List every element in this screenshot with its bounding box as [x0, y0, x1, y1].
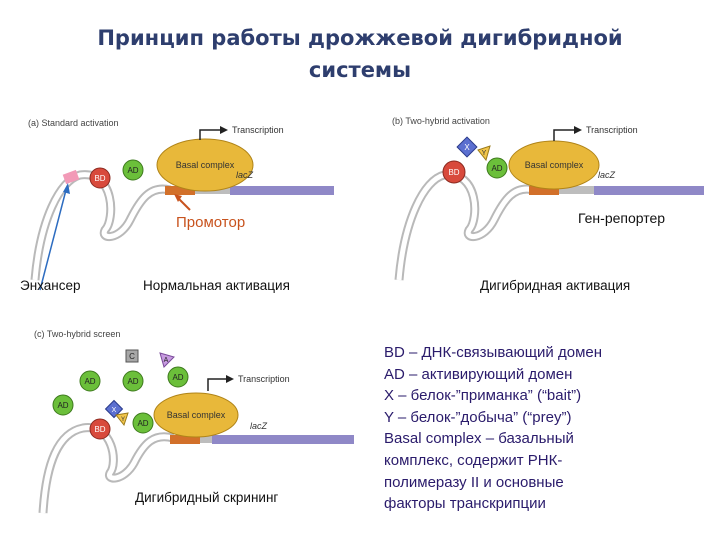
lacz-gene — [212, 435, 354, 444]
lacz-gene — [230, 186, 334, 195]
y-protein — [477, 145, 491, 162]
legend-basal-4: факторы транскрипции — [384, 495, 546, 513]
enhancer-caption: Энхансер — [20, 278, 81, 293]
panel-b-label: (b) Two-hybrid activation — [392, 116, 490, 126]
ad-domain-1 — [79, 370, 101, 392]
c-label: C — [129, 352, 135, 361]
panel-a-diagram: Basal complex AD BD Transcription lacZ — [30, 125, 334, 291]
x-label: X — [464, 143, 470, 152]
screening-caption: Дигибридный скрининг — [135, 490, 279, 505]
panel-standard-activation: Basal complex AD BD Transcription lacZ (… — [20, 110, 354, 300]
promoter-box — [529, 186, 559, 195]
gene-label: lacZ — [250, 421, 268, 431]
panel-two-hybrid-activation: Basal complex AD BD X Y Transcription la… — [384, 110, 704, 300]
c-protein — [125, 349, 139, 363]
legend-basal-1: Basal complex – базальный — [384, 430, 574, 448]
reporter-caption: Ген-репортер — [578, 210, 666, 226]
ad-domain-5 — [132, 412, 154, 434]
ad-domain — [122, 159, 144, 181]
promoter-caption: Промотор — [176, 214, 246, 231]
ad-domain-3 — [167, 366, 189, 388]
transcription-arrow — [553, 129, 574, 141]
title-line-2: системы — [308, 58, 412, 82]
gene-label: lacZ — [236, 170, 254, 180]
bd-label: BD — [94, 174, 105, 183]
ad-domain-2 — [122, 370, 144, 392]
page-title: Принцип работы дрожжевой дигибридной сис… — [60, 22, 660, 86]
panel-c-diagram: Basal complex AD AD AD AD AD BD X C A Y … — [38, 349, 354, 514]
bd-domain — [89, 167, 111, 189]
promoter-box — [170, 435, 200, 444]
legend-ad: AD – активирующий домен — [384, 365, 573, 383]
normal-activation-caption: Нормальная активация — [143, 278, 290, 293]
a-label: A — [164, 357, 169, 364]
panel-two-hybrid-screen: Basal complex AD AD AD AD AD BD X C A Y … — [28, 323, 354, 523]
title-line-1: Принцип работы дрожжевой дигибридной — [97, 26, 623, 50]
enhancer-site — [62, 169, 80, 185]
transcription-label: Transcription — [232, 125, 284, 135]
y-label: Y — [121, 417, 125, 423]
panel-a-label: (a) Standard activation — [28, 118, 119, 128]
y-label: Y — [482, 150, 487, 157]
x-protein — [104, 399, 124, 419]
x-label: X — [112, 407, 117, 414]
ad-label-1: AD — [84, 377, 95, 386]
legend-y: Y – белок-”добыча” (“prey”) — [384, 408, 572, 426]
bd-label: BD — [448, 168, 459, 177]
a-protein — [159, 352, 175, 368]
ad-domain-4 — [52, 394, 74, 416]
transcription-arrow — [199, 129, 220, 140]
basal-label: Basal complex — [167, 410, 226, 420]
bd-label: BD — [94, 425, 105, 434]
transcription-label: Transcription — [586, 125, 638, 135]
legend: BD – ДНК-связывающий домен AD – активиру… — [384, 342, 714, 515]
basal-label: Basal complex — [176, 160, 235, 170]
ad-domain — [486, 157, 508, 179]
enhancer-pointer — [39, 189, 67, 291]
x-protein — [456, 136, 478, 158]
ad-label-3: AD — [172, 373, 183, 382]
legend-bd: BD – ДНК-связывающий домен — [384, 344, 603, 361]
ad-label: AD — [127, 166, 138, 175]
basal-complex — [156, 138, 254, 192]
legend-basal-2: комплекс, содержит РНК- — [384, 451, 563, 469]
panel-b-diagram: Basal complex AD BD X Y Transcription la… — [394, 125, 704, 281]
panel-c-label: (c) Two-hybrid screen — [34, 329, 121, 339]
gene-label: lacZ — [598, 170, 616, 180]
basal-complex — [153, 392, 239, 438]
transcription-label: Transcription — [238, 374, 290, 384]
legend-x: X – белок-”приманка” (“bait”) — [384, 387, 582, 405]
basal-label: Basal complex — [525, 160, 584, 170]
promoter-box — [165, 186, 195, 195]
ad-label-5: AD — [137, 419, 148, 428]
bd-domain — [89, 418, 111, 440]
lacz-gene — [594, 186, 704, 195]
legend-basal-3: полимеразу II и основные — [384, 473, 564, 491]
transcription-arrow — [207, 378, 226, 391]
ad-label-2: AD — [127, 377, 138, 386]
dihybrid-activation-caption: Дигибридная активация — [480, 278, 631, 293]
bd-domain — [442, 160, 466, 184]
ad-label-4: AD — [57, 401, 68, 410]
y-protein — [115, 412, 129, 427]
promoter-pointer — [177, 197, 191, 211]
ad-label: AD — [491, 164, 502, 173]
